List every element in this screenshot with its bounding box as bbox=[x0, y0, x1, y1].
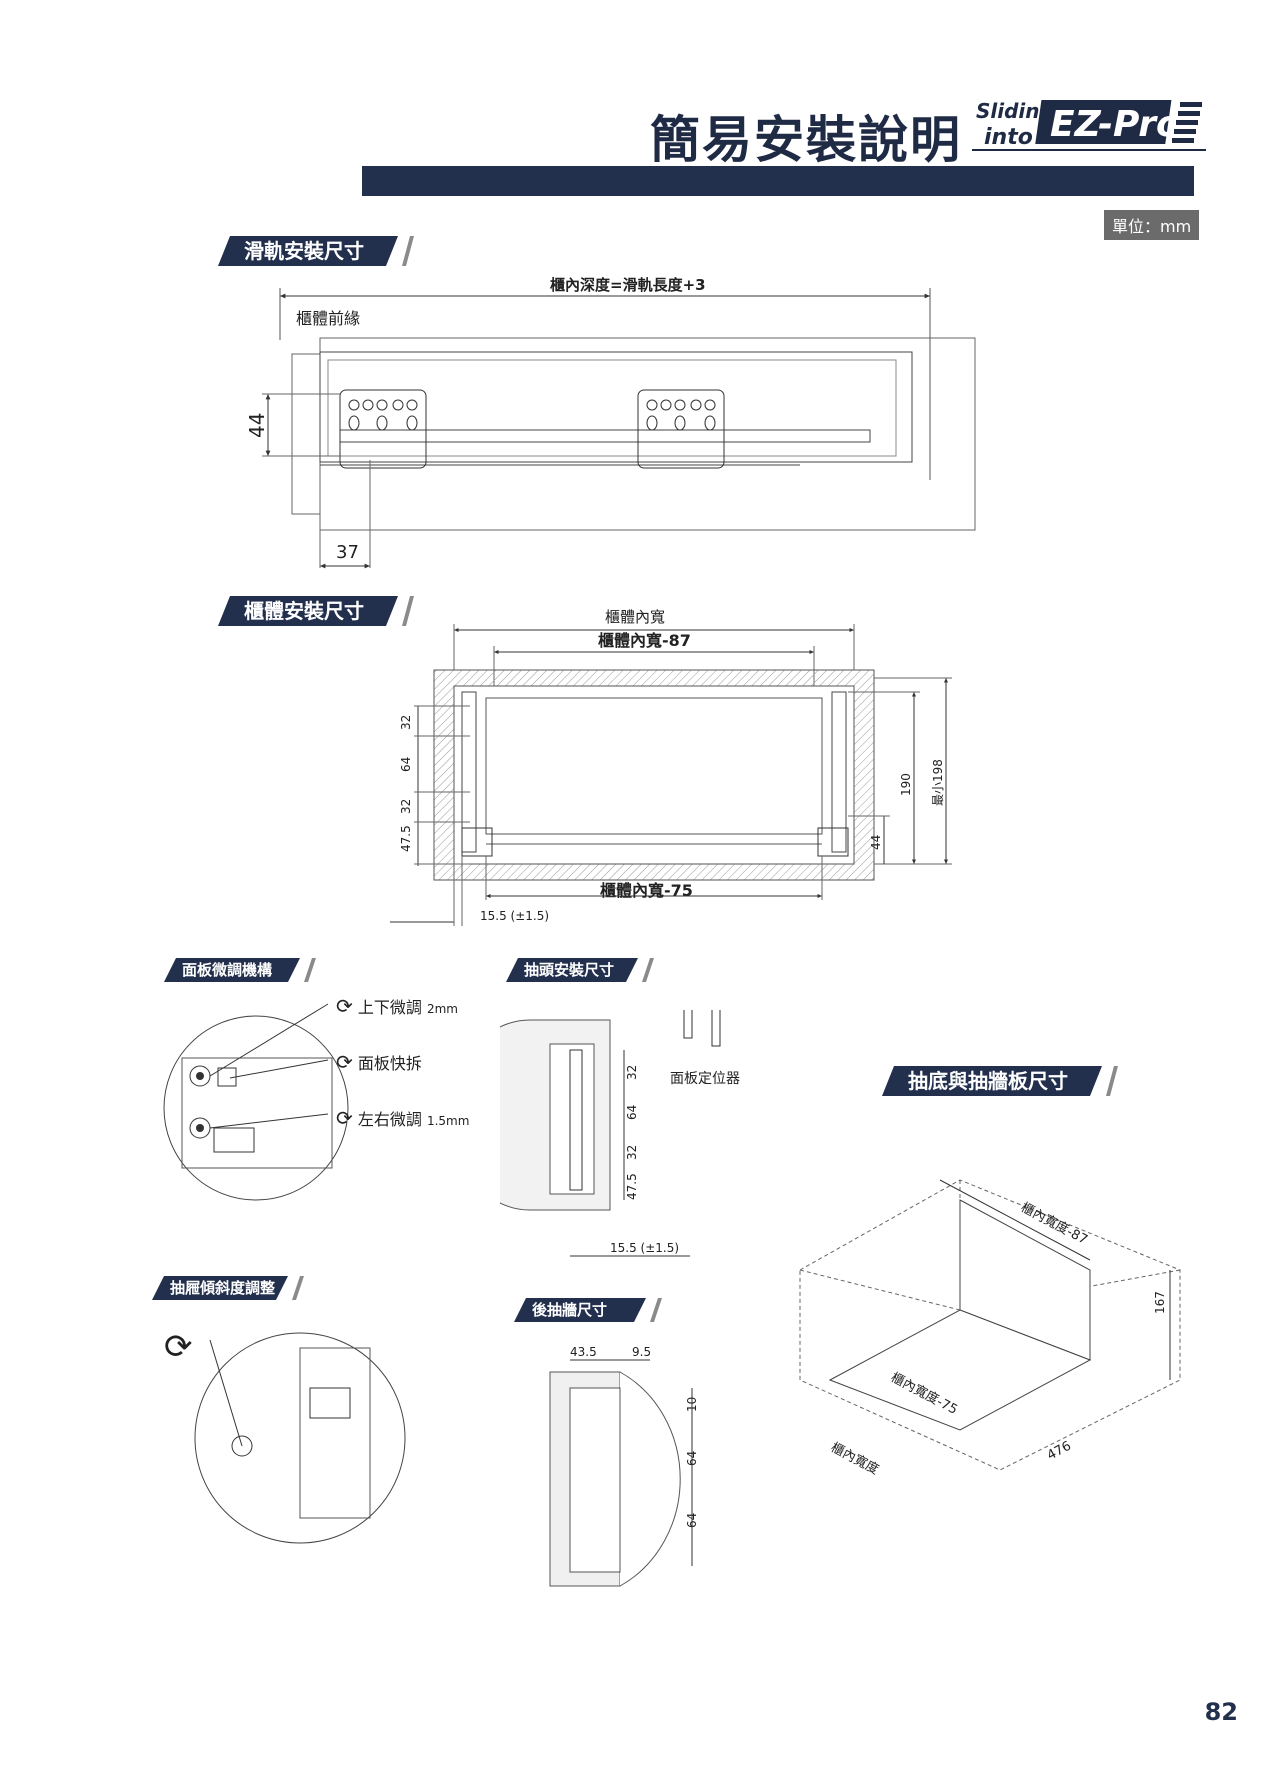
logo-into: into bbox=[984, 125, 1033, 150]
updown-adjust: ⟳ 上下微調 2mm bbox=[336, 994, 458, 1018]
quick-release: ⟳ 面板快拆 bbox=[336, 1050, 422, 1074]
svg-text:32: 32 bbox=[625, 1145, 639, 1160]
section-rail: 滑軌安裝尺寸 bbox=[204, 236, 414, 266]
inner-width-label: 櫃體內寬 bbox=[605, 608, 665, 626]
svg-text:64: 64 bbox=[625, 1105, 639, 1120]
section-cabinet: 櫃體安裝尺寸 bbox=[204, 596, 414, 626]
dim-44: 44 bbox=[245, 413, 269, 438]
svg-text:15.5 (±1.5): 15.5 (±1.5) bbox=[610, 1241, 679, 1255]
logo-brand: EZ-Pro bbox=[1050, 104, 1181, 145]
svg-text:167: 167 bbox=[1153, 1291, 1167, 1314]
section-drawer-front: 抽頭安裝尺寸 bbox=[492, 958, 654, 982]
rail-bracket-2 bbox=[637, 389, 725, 469]
svg-text:47.5: 47.5 bbox=[399, 825, 413, 852]
svg-text:32: 32 bbox=[399, 799, 413, 814]
bottom-wall-diagram: 櫃內寬度-87 櫃內寬度-75 櫃內寬度 476 167 bbox=[799, 1179, 1181, 1478]
svg-text:64: 64 bbox=[399, 757, 413, 772]
dim-37: 37 bbox=[336, 542, 359, 563]
panel-adjust-diagram bbox=[163, 1003, 349, 1201]
svg-text:44: 44 bbox=[869, 835, 883, 850]
section-rear-wall: 後抽牆尺寸 bbox=[500, 1298, 662, 1322]
ez-pro-logo: Sliding into EZ-Pro bbox=[972, 99, 1206, 151]
drawer-front-diagram: 32 64 32 47.5 15.5 (±1.5) bbox=[500, 1010, 721, 1257]
section-panel-adjust: 面板微調機構 bbox=[150, 958, 316, 982]
leftright-adjust: ⟳ 左右微調 1.5mm bbox=[336, 1106, 470, 1130]
svg-text:櫃內寬度: 櫃內寬度 bbox=[828, 1439, 881, 1478]
panel-locator-label: 面板定位器 bbox=[670, 1071, 740, 1087]
rail-bracket-1 bbox=[339, 389, 427, 469]
tilt-diagram: ⟳ bbox=[164, 1327, 406, 1544]
depth-formula: 櫃內深度=滑軌長度+3 bbox=[550, 276, 706, 294]
inner-width-75-label: 櫃體內寬-75 bbox=[600, 881, 693, 900]
svg-text:476: 476 bbox=[1045, 1439, 1074, 1464]
rotate-icon: ⟳ bbox=[336, 1106, 353, 1130]
rotate-icon: ⟳ bbox=[336, 1050, 353, 1074]
rear-wall-diagram: 43.5 9.5 10 64 64 bbox=[549, 1345, 699, 1587]
svg-text:最小198: 最小198 bbox=[931, 759, 945, 806]
tolerance-label: 15.5 (±1.5) bbox=[480, 909, 549, 923]
svg-text:32: 32 bbox=[625, 1065, 639, 1080]
section-tilt: 抽屜傾斜度調整 bbox=[138, 1276, 304, 1300]
rotate-icon: ⟳ bbox=[336, 994, 353, 1018]
page-number: 82 bbox=[1204, 1698, 1238, 1726]
svg-text:47.5: 47.5 bbox=[625, 1173, 639, 1200]
unit-badge: 單位：mm bbox=[1104, 210, 1200, 240]
svg-text:32: 32 bbox=[399, 715, 413, 730]
section-bottom-wall: 抽底與抽牆板尺寸 bbox=[868, 1066, 1118, 1096]
svg-text:43.5: 43.5 bbox=[570, 1345, 597, 1359]
rotate-icon: ⟳ bbox=[164, 1327, 193, 1367]
header-bar bbox=[362, 166, 1194, 196]
svg-text:190: 190 bbox=[899, 773, 913, 796]
cabinet-install-diagram: 櫃體內寬 櫃體內寬-87 32 64 32 47.5 櫃體內寬-75 15.5 … bbox=[390, 608, 952, 926]
inner-width-87-label: 櫃體內寬-87 bbox=[598, 631, 691, 650]
front-edge-label: 櫃體前緣 bbox=[296, 309, 360, 328]
page-title: 簡易安裝說明 bbox=[650, 111, 962, 169]
svg-text:9.5: 9.5 bbox=[632, 1345, 651, 1359]
rail-install-diagram: 櫃內深度=滑軌長度+3 櫃體前緣 44 37 bbox=[245, 276, 976, 569]
